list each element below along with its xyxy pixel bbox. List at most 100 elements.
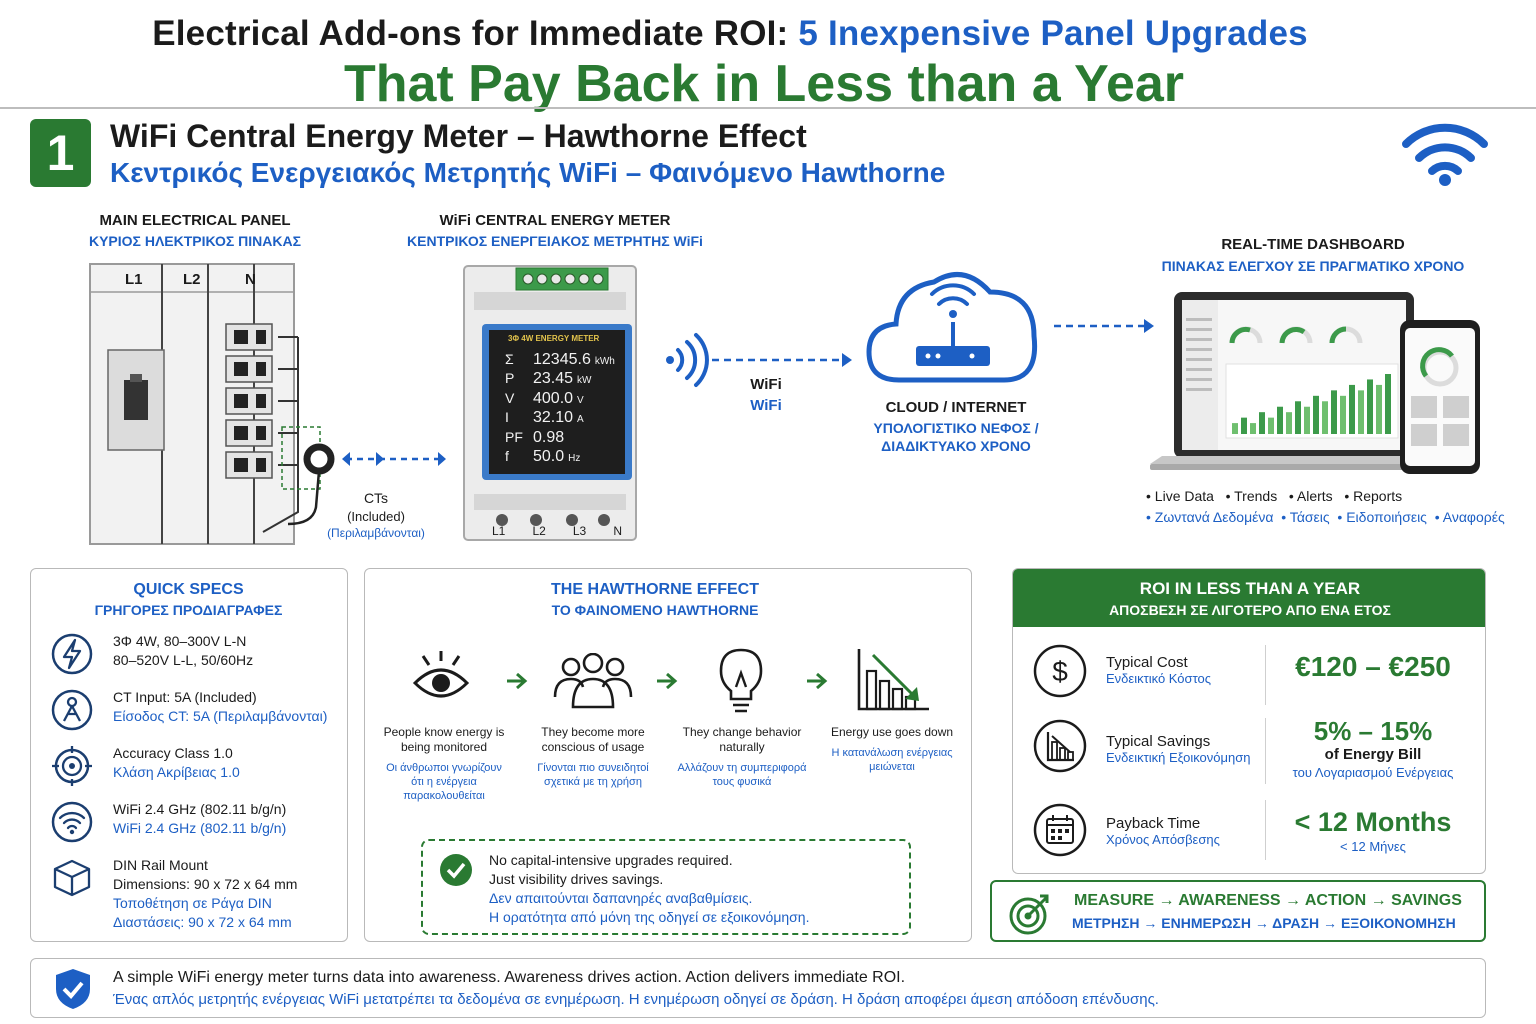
wifi-icon <box>51 801 93 843</box>
wifi-label: WiFi <box>750 376 782 393</box>
roi-label: Typical Cost <box>1106 654 1188 671</box>
roi-card: ROI IN LESS THAN A YEAR ΑΠΟΣΒΕΣΗ ΣΕ ΛΙΓΟ… <box>1012 568 1486 874</box>
section-number-badge: 1 <box>30 119 91 187</box>
roi-title-greek: ΑΠΟΣΒΕΣΗ ΣΕ ΛΙΓΟΤΕΡΟ ΑΠΟ ΕΝΑ ΕΤΟΣ <box>1109 602 1391 618</box>
dashboard-bar <box>1277 406 1283 434</box>
roi-label: Typical Savings <box>1106 733 1211 750</box>
calendar-icon <box>1033 803 1087 857</box>
electrical-panel-illustration <box>89 263 446 545</box>
hawthorne-card: THE HAWTHORNE EFFECT ΤΟ ΦΑΙΝΟΜΕΝΟ HAWTHO… <box>364 568 972 942</box>
spec-row-accuracy: Accuracy Class 1.0 Κλάση Ακρίβειας 1.0 <box>51 745 351 795</box>
hawthorne-step-4: Energy use goes down Η κατανάλωση ενέργε… <box>827 725 957 774</box>
step-text-greek: Γίνονται πιο συνειδητοί σχετικά με τη χρ… <box>537 762 649 788</box>
roi-label-greek: Χρόνος Απόσβεσης <box>1106 832 1220 847</box>
dashboard-title-greek: ΠΙΝΑΚΑΣ ΕΛΕΓΧΟΥ ΣΕ ΠΡΑΓΜΑΤΙΚΟ ΧΡΟΝΟ <box>1161 258 1465 274</box>
meter-terminals: L1 L2 L3 N <box>492 524 622 538</box>
roi-savings-value: 5% – 15% <box>1313 716 1433 746</box>
panel-phase-l1: L1 <box>125 271 143 288</box>
dashboard-bar <box>1268 417 1274 434</box>
spec-text: 80–520V L-L, 50/60Hz <box>113 652 254 668</box>
terminal-label: L2 <box>532 524 546 538</box>
people-icon <box>553 653 633 709</box>
roi-payback-value: < 12 Months <box>1294 807 1452 837</box>
cts-label: CTs <box>363 490 389 506</box>
note-text-greek: Η ορατότητα από μόνη της οδηγεί σε εξοικ… <box>489 909 810 925</box>
dashboard-bar <box>1295 401 1301 434</box>
roi-payback: Payback Time Χρόνος Απόσβεσης <box>1106 815 1220 847</box>
cts-included-greek: (Περιλαμβάνονται) <box>327 526 425 540</box>
lightbulb-icon <box>719 648 763 713</box>
spec-text: DIN Rail Mount <box>113 857 208 873</box>
spec-text-greek: Είσοδος CT: 5A (Περιλαμβάνονται) <box>113 708 328 724</box>
roi-divider <box>1265 718 1266 784</box>
step-text: They become more conscious of usage <box>541 725 645 754</box>
footer-text-greek: Ένας απλός μετρητής ενέργειας WiFi μετατ… <box>113 991 1159 1008</box>
dashboard-bar <box>1304 406 1310 434</box>
section-title-greek: Κεντρικός Ενεργειακός Μετρητής WiFi – Φα… <box>110 157 946 188</box>
dashboard-features: • Live Data • Trends • Alerts • Reports <box>1146 488 1403 504</box>
dashboard-bar <box>1241 417 1247 434</box>
step-text: People know energy is being monitored <box>383 725 505 754</box>
svg-text:$: $ <box>1052 656 1068 687</box>
step-text-greek: Η κατανάλωση ενέργειας μειώνεται <box>831 747 953 773</box>
dashboard-bar <box>1250 423 1256 434</box>
cts-included: (Included) <box>347 509 405 524</box>
terminal-label: N <box>613 524 622 538</box>
step-text-greek: Αλλάζουν τη συμπεριφορά τους φυσικά <box>677 762 807 788</box>
title-blue: 5 Inexpensive Panel Upgrades <box>798 14 1308 53</box>
wifi-label-greek: WiFi <box>750 397 782 414</box>
footer-text: A simple WiFi energy meter turns data in… <box>113 969 906 986</box>
spec-text: Dimensions: 90 x 72 x 64 mm <box>113 876 298 892</box>
spec-text-greek: WiFi 2.4 GHz (802.11 b/g/n) <box>113 820 287 836</box>
header-divider <box>0 107 1536 109</box>
roi-chain-greek: ΜΕΤΡΗΣΗ → ΕΝΗΜΕΡΩΣΗ → ΔΡΑΣΗ → ΕΞΟΙΚΟΝΟΜΗ… <box>1072 915 1456 931</box>
cloud-icon <box>866 272 1038 383</box>
dashboard-bar <box>1232 423 1238 434</box>
terminal-label: L1 <box>492 524 506 538</box>
check-circle-icon <box>440 854 472 886</box>
roi-divider <box>1265 800 1266 860</box>
spec-text-greek: Τοποθέτηση σε Ράγα DIN <box>113 895 272 911</box>
eye-icon <box>412 651 470 698</box>
arrow-right-icon <box>807 672 828 690</box>
dashboard-bar <box>1385 374 1391 434</box>
arrow-right-icon <box>657 672 678 690</box>
dashboard-bar <box>1349 384 1355 434</box>
dashboard-bar <box>1358 390 1364 434</box>
dashboard-bar-chart <box>1232 374 1391 434</box>
footer-banner: A simple WiFi energy meter turns data in… <box>30 958 1486 1018</box>
target-arrow-icon <box>1009 894 1049 935</box>
panel-title-greek: ΚΥΡΙΟΣ ΗΛΕΚΤΡΙΚΟΣ ΠΙΝΑΚΑΣ <box>88 233 302 249</box>
dashboard-bar <box>1331 390 1337 434</box>
quick-specs-card: QUICK SPECS ΓΡΗΓΟΡΕΣ ΠΡΟΔΙΑΓΡΑΦΕΣ 3Φ 4W,… <box>30 568 348 942</box>
specs-title: QUICK SPECS <box>133 581 244 598</box>
roi-chain: MEASURE → AWARENESS → ACTION → SAVINGS <box>1074 892 1462 909</box>
spec-text: WiFi 2.4 GHz (802.11 b/g/n) <box>113 801 287 817</box>
dashboard-title: REAL-TIME DASHBOARD <box>1221 236 1405 253</box>
wifi-icon <box>1402 123 1488 186</box>
roi-label-greek: Ενδεικτικό Κόστος <box>1106 671 1212 686</box>
dashboard-bar <box>1322 401 1328 434</box>
savings-chart-icon <box>1033 719 1087 773</box>
roi-savings-sub: of Energy Bill <box>1324 746 1422 763</box>
spec-row-ct: CT Input: 5A (Included) Είσοδος CT: 5A (… <box>51 689 351 739</box>
hawthorne-note: No capital-intensive upgrades required. … <box>421 839 911 935</box>
target-icon <box>52 746 92 786</box>
roi-chain-card: MEASURE → AWARENESS → ACTION → SAVINGS Μ… <box>990 880 1486 942</box>
spec-row-wifi: WiFi 2.4 GHz (802.11 b/g/n) WiFi 2.4 GHz… <box>51 801 351 851</box>
roi-savings: Typical Savings Ενδεικτική Εξοικονόμηση <box>1106 733 1251 765</box>
roi-header: ROI IN LESS THAN A YEAR ΑΠΟΣΒΕΣΗ ΣΕ ΛΙΓΟ… <box>1013 569 1485 627</box>
roi-divider <box>1265 645 1266 705</box>
step-text: They change behavior naturally <box>682 725 802 754</box>
roi-cost: Typical Cost Ενδεικτικό Κόστος <box>1106 654 1211 686</box>
panel-phase-l2: L2 <box>183 271 201 288</box>
roi-label-greek: Ενδεικτική Εξοικονόμηση <box>1106 750 1251 765</box>
dollar-icon: $ <box>1033 644 1087 698</box>
wifi-signal-icon <box>666 333 852 387</box>
step-text: Energy use goes down <box>830 725 954 739</box>
note-text: Just visibility drives savings. <box>489 871 664 887</box>
meter-screen-header: 3Φ 4W ENERGY METER <box>508 334 600 343</box>
